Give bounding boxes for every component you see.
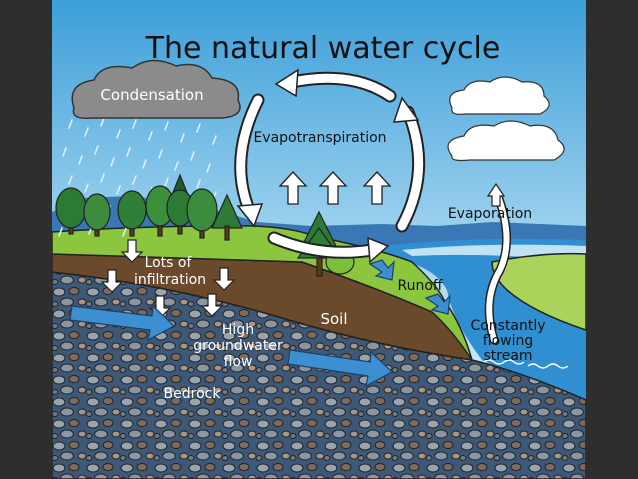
infiltration-label-line2: infiltration	[134, 272, 206, 288]
stream-label-line1: Constantly	[470, 318, 545, 334]
water-waves-icon	[483, 359, 569, 369]
groundwater-label-line2: groundwater	[193, 338, 283, 354]
page-title: The natural water cycle	[145, 31, 501, 66]
evaporation-label: Evaporation	[448, 206, 532, 222]
evaporation-arrow-icon	[484, 182, 512, 345]
infiltration-arrows-icon	[100, 239, 236, 319]
infiltration-label-line1: Lots of	[145, 255, 193, 271]
groundwater-flow-arrows-icon	[69, 304, 394, 388]
diagram-frame: Condensation	[52, 0, 586, 479]
water-cycle-diagram: Condensation	[52, 0, 586, 479]
bedrock-label: Bedrock	[164, 386, 222, 402]
stream-label-line3: stream	[483, 348, 532, 364]
stream-label-line2: flowing	[483, 333, 533, 349]
condensation-cloud-icon	[71, 59, 241, 120]
runoff-label: Runoff	[397, 278, 442, 294]
groundwater-label-line1: High	[222, 322, 254, 338]
groundwater-label-line3: flow	[224, 354, 253, 370]
evapotranspiration-up-arrows-icon	[278, 171, 392, 205]
runoff-arrows-icon	[368, 259, 451, 315]
evapotranspiration-label: Evapotranspiration	[253, 130, 386, 146]
condensation-label: Condensation	[100, 86, 203, 104]
forest-icon	[55, 173, 243, 241]
evapotranspiration-cycle-arrow	[234, 68, 426, 264]
cloud-lower-icon	[447, 120, 565, 162]
soil-label: Soil	[320, 310, 347, 328]
cloud-upper-icon	[449, 76, 550, 115]
